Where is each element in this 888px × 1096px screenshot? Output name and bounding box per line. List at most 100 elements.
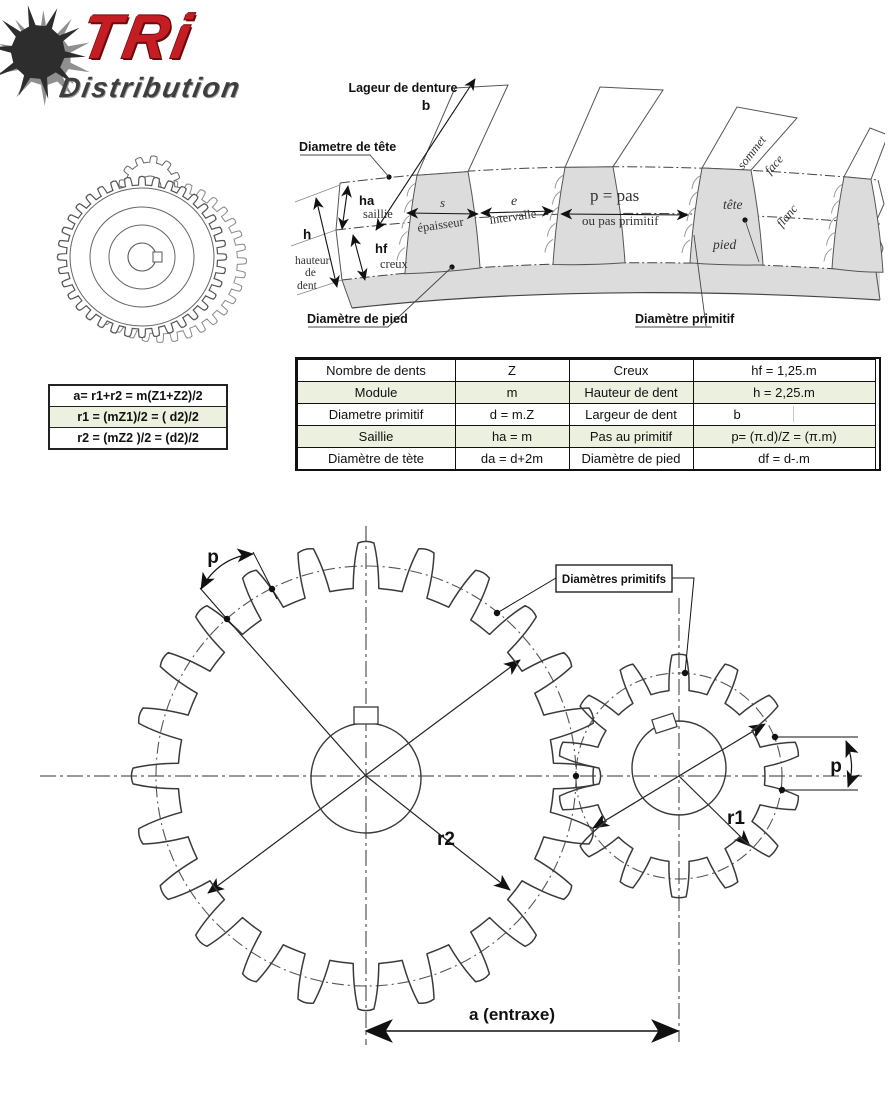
root-leader (308, 266, 453, 328)
big-gear-bore (127, 242, 157, 272)
table-cell: ha = m (454, 424, 570, 448)
logo-gear-front (0, 5, 86, 99)
table-cell: p= (π.d)/Z = (π.m) (692, 424, 876, 448)
label-intervalle: intervalle (488, 206, 537, 226)
table-cell: da = d+2m (454, 446, 570, 470)
label-r2: r2 (437, 829, 455, 850)
cell-divider (793, 406, 795, 422)
formula-row: r2 = (mZ2 )/2 = (d2)/2 (50, 427, 226, 448)
table-cell: Hauteur de dent (568, 380, 694, 404)
p-arrow (560, 208, 689, 221)
table-cell: h = 2,25.m (692, 380, 876, 404)
label-tete: tête (723, 197, 743, 212)
label-largeur-denture: Lageur de denture (348, 81, 457, 95)
table-cell: Creux (568, 358, 694, 382)
h-arrow (313, 197, 340, 288)
small-gear-keyway (651, 712, 678, 735)
keyway-notch (152, 251, 163, 263)
label-de: de (305, 267, 316, 279)
ha-arrow (338, 185, 352, 230)
pitch-circle-line (335, 212, 881, 231)
label-hf: hf (375, 241, 388, 256)
r1-radius-line (678, 775, 751, 847)
label-diametres-primitifs: Diamètres primitifs (562, 574, 666, 586)
gear-pair-illustration (56, 155, 248, 344)
small-gear-bore (631, 720, 727, 816)
large-gear-radius-line (226, 618, 367, 777)
gear-rim-ring (69, 187, 215, 327)
hf-arrow (350, 234, 368, 281)
meshing-gears-diagram: p p r2 r1 Diamètres primitifs a (entraxe… (40, 526, 862, 1045)
label-entraxe: a (entraxe) (469, 1005, 555, 1024)
p-left-arc (200, 548, 254, 590)
p-right-arc (845, 740, 860, 788)
small-gear-teeth-outline (558, 653, 800, 899)
formula-row: a= r1+r2 = m(Z1+Z2)/2 (50, 386, 226, 406)
formula-box: a= r1+r2 = m(Z1+Z2)/2 r1 = (mZ1)/2 = ( d… (48, 384, 228, 450)
label-diametre-primitif: Diamètre primitif (635, 312, 735, 326)
tooth-nomenclature-diagram: Lageur de denture b Diametre de tête ha … (290, 78, 885, 328)
label-epaisseur: épaisseur (416, 215, 465, 235)
p-right-extension-lines (775, 736, 858, 791)
e-arrow (480, 205, 554, 219)
table-cell: Pas au primitif (568, 424, 694, 448)
label-p-right: p (830, 756, 842, 777)
table-cell: Module (296, 380, 456, 404)
tip-leader (300, 154, 390, 178)
primitifs-leaders (496, 577, 695, 674)
label-ou-pas-primitif: ou pas primitif (582, 213, 659, 228)
label-saillie: saillie (363, 207, 393, 221)
table-cell: d = m.Z (454, 402, 570, 426)
label-b: b (422, 97, 431, 113)
label-flanc: flanc (774, 201, 801, 229)
label-p-left: p (207, 547, 219, 568)
logo-gear-icon (0, 5, 90, 106)
table-cell: Largeur de dent (568, 402, 694, 426)
label-diametre-pied: Diamètre de pied (307, 312, 408, 326)
label-hauteur: hauteur (295, 255, 330, 267)
pitch-point-dots (223, 585, 786, 794)
dimension-arrows (313, 78, 689, 288)
table-cell: b (692, 402, 876, 426)
logo: TRi Distribution (0, 0, 280, 115)
rim-bottom-edge (351, 292, 881, 309)
label-diametre-tete: Diametre de tête (299, 140, 396, 154)
label-face: face (762, 152, 787, 177)
label-ha: ha (359, 193, 375, 208)
gear-rim-band (342, 262, 880, 308)
large-gear-keyway (353, 706, 379, 725)
gear-web-ring (89, 206, 195, 308)
label-p-pas: p = pas (590, 186, 639, 205)
table-cell: Diamètre de tète (296, 446, 456, 470)
label-dent: dent (297, 280, 318, 292)
gear-parameter-table: Nombre de dents Z Creux hf = 1,25.m Modu… (295, 357, 881, 471)
pitch-indicator-line (744, 219, 760, 263)
large-gear-diameter-line (207, 659, 521, 894)
b-width-arrow (375, 78, 476, 231)
formula-row: r1 = (mZ1)/2 = ( d2)/2 (50, 406, 226, 427)
table-cell: Nombre de dents (296, 358, 456, 382)
primitive-leader (635, 234, 712, 328)
label-pied: pied (712, 237, 736, 252)
label-h: h (303, 227, 311, 242)
cell-value: b (733, 406, 741, 422)
r2-radius-line (365, 775, 511, 891)
primitifs-label-box (555, 564, 673, 593)
table-cell: Z (454, 358, 570, 382)
label-r1: r1 (727, 808, 745, 829)
label-e: e (511, 194, 517, 209)
table-cell: m (454, 380, 570, 404)
brand-subtitle: Distribution (57, 72, 244, 103)
large-gear-teeth-outline (130, 540, 602, 1012)
table-cell: Diamètre de pied (568, 446, 694, 470)
table-cell: df = d-.m (692, 446, 876, 470)
gear-hub-ring (108, 224, 176, 290)
s-arrow (406, 207, 479, 220)
label-creux: creux (380, 257, 409, 271)
table-cell: hf = 1,25.m (692, 358, 876, 382)
brand-name: TRi (75, 3, 200, 72)
tooth-3d-prisms (416, 84, 885, 180)
label-s: s (440, 195, 445, 210)
table-cell: Saillie (296, 424, 456, 448)
